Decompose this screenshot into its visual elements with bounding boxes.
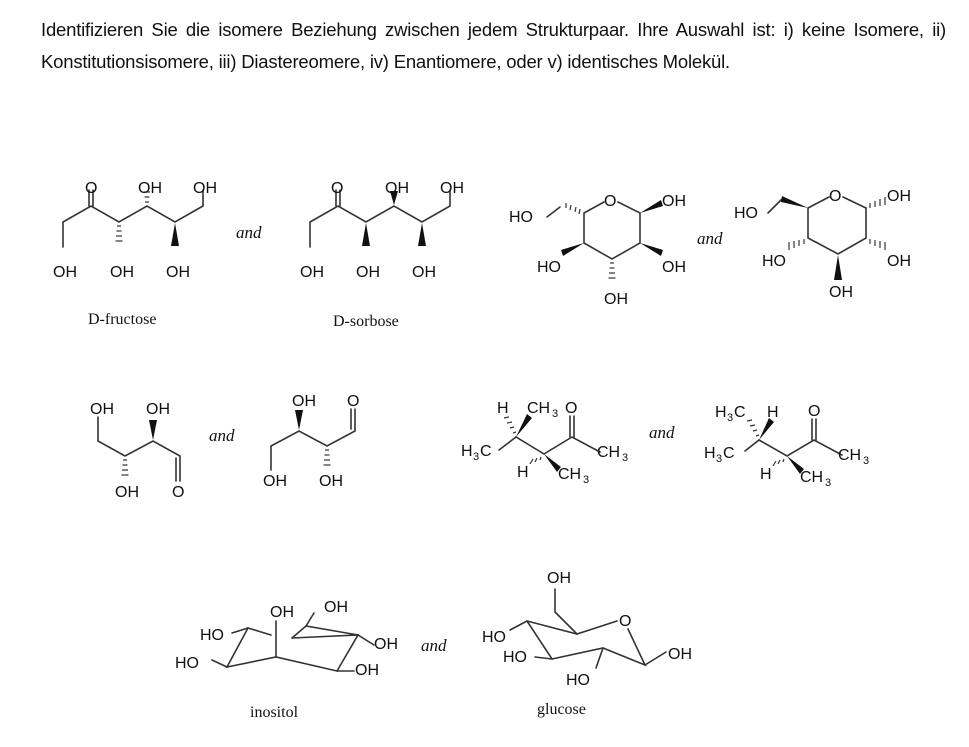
atom-label: O bbox=[565, 400, 577, 417]
atom-label: OH bbox=[356, 264, 380, 281]
atom-label: OH bbox=[138, 180, 162, 197]
atom-label: CH bbox=[527, 400, 550, 417]
atom-subscript: 3 bbox=[552, 408, 558, 420]
molecule-tetrose-right: OH O OH OH bbox=[263, 393, 359, 490]
connector-and: and bbox=[236, 223, 262, 242]
atom-label: OH bbox=[193, 180, 217, 197]
atom-label: OH bbox=[440, 180, 464, 197]
atom-label: OH bbox=[662, 259, 686, 276]
atom-label: O bbox=[85, 180, 97, 197]
atom-label: OH bbox=[53, 264, 77, 281]
atom-label: H bbox=[517, 464, 529, 481]
atom-label: OH bbox=[115, 484, 139, 501]
atom-subscript: 3 bbox=[825, 477, 831, 489]
atom-label: O bbox=[347, 393, 359, 410]
atom-label: OH bbox=[374, 636, 398, 653]
atom-label: OH bbox=[385, 180, 409, 197]
atom-label: H bbox=[760, 466, 772, 483]
atom-label: OH bbox=[300, 264, 324, 281]
atom-label: C bbox=[480, 443, 492, 460]
atom-label: OH bbox=[668, 646, 692, 663]
atom-subscript: 3 bbox=[583, 474, 589, 486]
connector-and: and bbox=[697, 229, 723, 248]
molecule-tetrose-left: OH OH OH O bbox=[90, 401, 184, 501]
atom-label: OH bbox=[146, 401, 170, 418]
atom-label: O bbox=[829, 188, 841, 205]
atom-label: OH bbox=[887, 253, 911, 270]
molecule-pyranose-left: HO O OH HO OH OH bbox=[509, 193, 686, 308]
atom-label: HO bbox=[503, 649, 527, 666]
atom-subscript: 3 bbox=[716, 453, 722, 465]
atom-label: HO bbox=[537, 259, 561, 276]
atom-label: OH bbox=[319, 473, 343, 490]
molecule-name: D-fructose bbox=[88, 311, 156, 328]
atom-label: H bbox=[767, 404, 779, 421]
atom-label: OH bbox=[110, 264, 134, 281]
atom-label: OH bbox=[263, 473, 287, 490]
atom-label: H bbox=[704, 445, 716, 462]
atom-label: O bbox=[619, 613, 631, 630]
atom-label: H bbox=[497, 400, 509, 417]
atom-label: OH bbox=[270, 604, 294, 621]
atom-label: OH bbox=[412, 264, 436, 281]
atom-label: OH bbox=[547, 570, 571, 587]
atom-label: CH bbox=[800, 469, 823, 486]
atom-subscript: 3 bbox=[863, 455, 869, 467]
atom-label: H bbox=[715, 404, 727, 421]
atom-label: HO bbox=[200, 627, 224, 644]
molecule-d-fructose: O OH OH OH OH OH D-fructose bbox=[53, 180, 217, 328]
molecule-inositol: OH OH HO OH HO OH inositol bbox=[175, 599, 398, 721]
connector-and: and bbox=[649, 423, 675, 442]
atom-subscript: 3 bbox=[473, 451, 479, 463]
atom-label: C bbox=[734, 404, 746, 421]
atom-label: OH bbox=[166, 264, 190, 281]
atom-label: O bbox=[331, 180, 343, 197]
atom-label: OH bbox=[90, 401, 114, 418]
atom-label: CH bbox=[838, 447, 861, 464]
atom-label: HO bbox=[762, 253, 786, 270]
atom-label: O bbox=[808, 403, 820, 420]
atom-label: OH bbox=[324, 599, 348, 616]
atom-subscript: 3 bbox=[727, 412, 733, 424]
atom-label: H bbox=[461, 443, 473, 460]
atom-label: HO bbox=[509, 209, 533, 226]
molecule-name: glucose bbox=[537, 701, 586, 718]
atom-label: OH bbox=[662, 193, 686, 210]
atom-label: CH bbox=[558, 466, 581, 483]
atom-label: HO bbox=[482, 629, 506, 646]
atom-label: OH bbox=[887, 188, 911, 205]
atom-label: OH bbox=[604, 291, 628, 308]
atom-label: HO bbox=[175, 655, 199, 672]
atom-label: OH bbox=[292, 393, 316, 410]
molecule-d-sorbose: O OH OH OH OH OH D-sorbose bbox=[300, 180, 464, 330]
molecule-pyranose-right: HO O OH HO OH OH bbox=[734, 188, 911, 301]
connector-and: and bbox=[421, 636, 447, 655]
atom-label: OH bbox=[355, 662, 379, 679]
atom-subscript: 3 bbox=[622, 452, 628, 464]
atom-label: OH bbox=[829, 284, 853, 301]
atom-label: HO bbox=[566, 672, 590, 689]
connector-and: and bbox=[209, 426, 235, 445]
atom-label: O bbox=[172, 484, 184, 501]
molecule-glucose: OH O HO HO OH HO glucose bbox=[482, 570, 692, 718]
molecule-name: D-sorbose bbox=[333, 313, 399, 330]
atom-label: HO bbox=[734, 205, 758, 222]
question-text: Identifizieren Sie die isomere Beziehung… bbox=[41, 19, 946, 72]
molecule-name: inositol bbox=[250, 704, 299, 721]
atom-label: CH bbox=[597, 444, 620, 461]
atom-label: C bbox=[723, 445, 735, 462]
atom-label: O bbox=[604, 193, 616, 210]
